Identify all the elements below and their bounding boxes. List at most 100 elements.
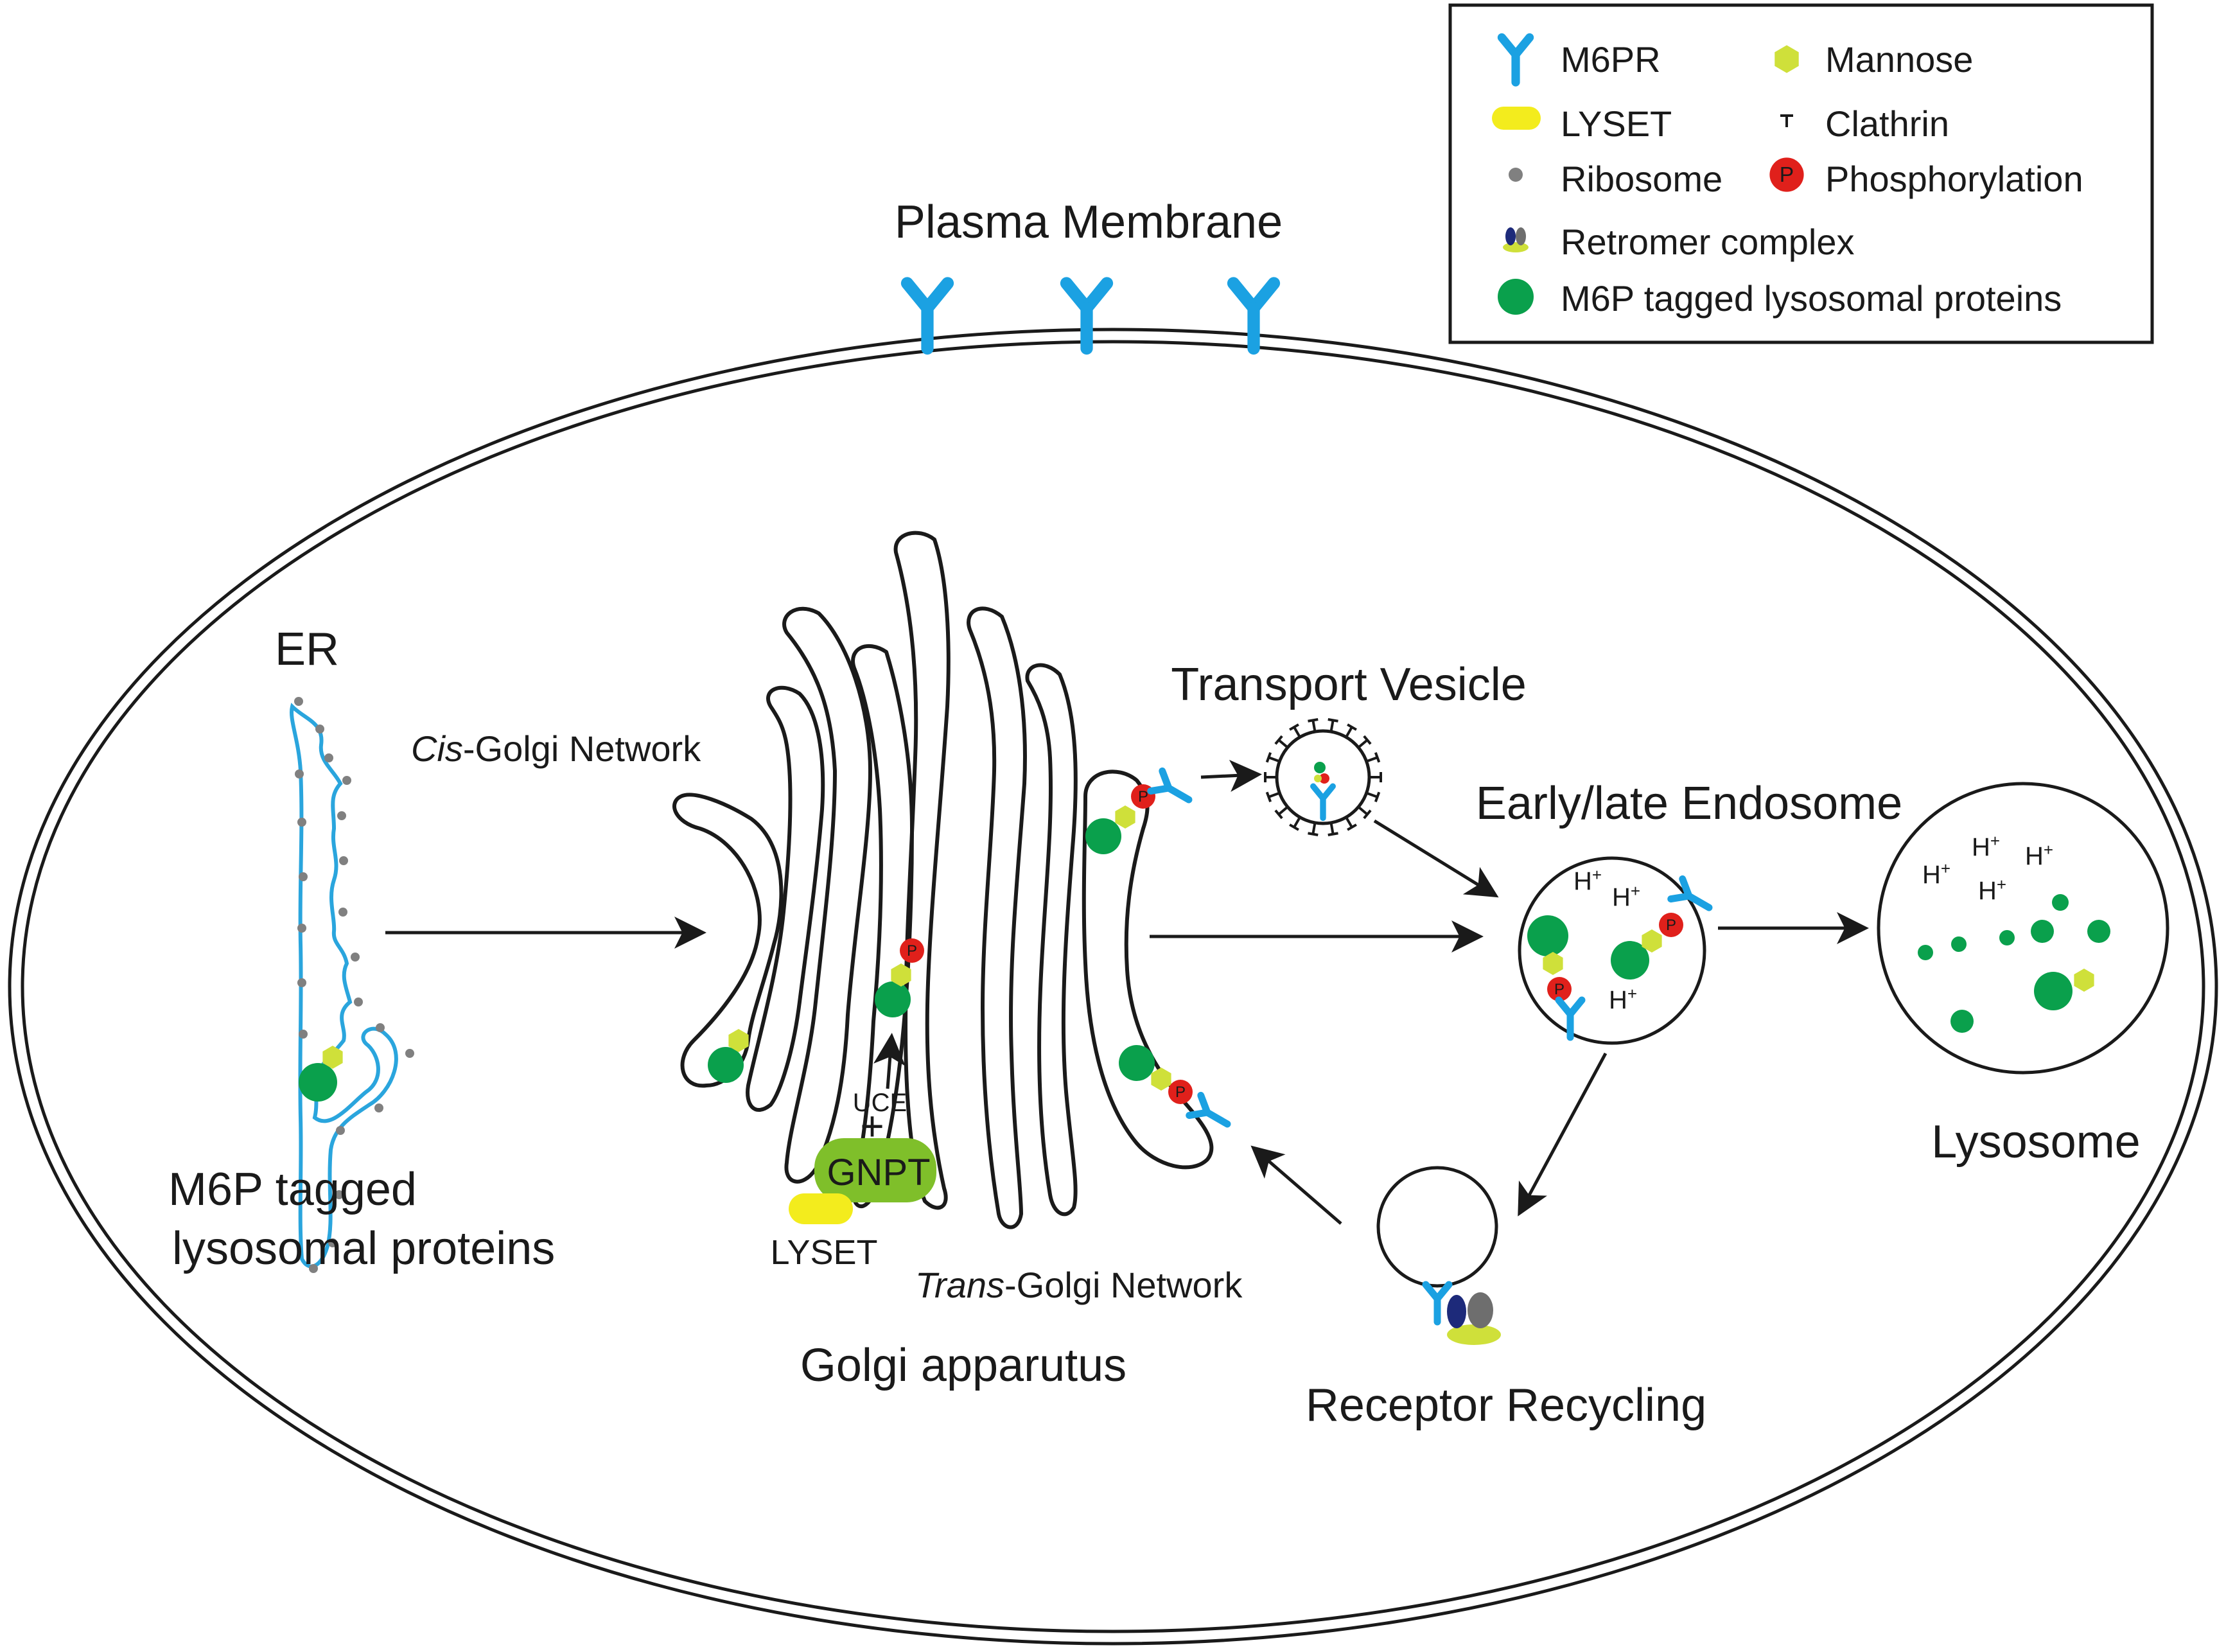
gnpt-enzyme: [814, 1138, 936, 1202]
endosome: H+ H+ H+: [1518, 856, 1715, 1045]
ribosome-icon: [1509, 168, 1523, 182]
legend: M6PR Mannose LYSET Clathrin Ribosome Pho…: [1448, 3, 2154, 344]
uce-label: UCE: [853, 1089, 907, 1117]
phosphorylation-icon: [900, 938, 924, 963]
er-membrane: [290, 703, 398, 1269]
clathrin-spike: [1311, 720, 1317, 732]
clathrin-spike-cap: [1308, 718, 1319, 723]
plus-sign: +: [860, 1103, 884, 1149]
clathrin-spike-cap: [1289, 823, 1299, 831]
arrow-endosome-to-recycling: [1518, 1052, 1608, 1217]
lyset-protein: [789, 1193, 853, 1224]
gnpt-label: GNPT: [827, 1152, 930, 1193]
clathrin-spike-cap: [1328, 718, 1338, 723]
legend-m6pr: M6PR: [1561, 39, 1661, 80]
endoplasmic-reticulum: [290, 697, 414, 1273]
svg-text:H+: H+: [1612, 881, 1640, 911]
clathrin-spike: [1365, 791, 1378, 798]
clathrin-spike-cap: [1308, 832, 1319, 836]
svg-text:H+: H+: [1972, 831, 2000, 861]
svg-text:H+: H+: [1978, 875, 2006, 905]
cell-membrane-outer: [8, 328, 2218, 1646]
clathrin-spike: [1277, 739, 1289, 749]
retromer-icon: [1503, 227, 1529, 252]
endosome-label: Early/late Endosome: [1476, 778, 1902, 829]
mannose-icon: [1151, 1068, 1171, 1091]
er-label: ER: [275, 624, 339, 675]
clathrin-spike: [1357, 805, 1369, 816]
clathrin-spike: [1365, 756, 1378, 763]
golgi-cisterna-1: [672, 793, 784, 1088]
lysosome-label: Lysosome: [1931, 1116, 2140, 1168]
clathrin-spike-cap: [1363, 735, 1372, 745]
legend-clathrin: Clathrin: [1825, 103, 1949, 144]
clathrin-icon: [1780, 114, 1793, 127]
recycling-vesicle: [1376, 1166, 1501, 1345]
clathrin-spike: [1311, 822, 1317, 834]
m6pr-icon: [1189, 1095, 1233, 1134]
er-caption-line1: M6P tagged: [168, 1164, 417, 1215]
clathrin-spike: [1277, 805, 1289, 816]
svg-text:H+: H+: [1573, 865, 1602, 895]
golgi-cisterna-5: [893, 531, 951, 1210]
golgi-cisterna-7: [1025, 663, 1078, 1217]
clathrin-spike-cap: [1347, 723, 1357, 731]
clathrin-spike-cap: [1347, 823, 1357, 831]
arrow-vesicle-to-endosome: [1373, 819, 1499, 898]
legend-phosphorylation: Phosphorylation: [1825, 159, 2083, 199]
m6pr-icon: [1426, 1285, 1449, 1322]
transport-vesicle: [1264, 718, 1382, 836]
clathrin-spike: [1293, 816, 1301, 828]
golgi-cisterna-3: [746, 685, 825, 1112]
plasma-membrane-receptors: [907, 283, 1274, 349]
m6pr-icon: [1313, 786, 1333, 818]
clathrin-spike: [1345, 816, 1353, 828]
cell-membrane-inner: [21, 340, 2205, 1633]
phosphorylation-icon: [1769, 157, 1804, 192]
m6pr-icon: [1559, 1000, 1582, 1037]
phosphorylation-icon: [1168, 1080, 1193, 1104]
svg-text:H+: H+: [2025, 840, 2053, 870]
mannose-icon: [2074, 969, 2094, 992]
clathrin-spike-cap: [1265, 752, 1272, 763]
golgi-cisterna-8: [1082, 769, 1214, 1170]
legend-mannose: Mannose: [1825, 39, 1973, 80]
clathrin-spike: [1345, 726, 1353, 738]
legend-retromer: Retromer complex: [1561, 222, 1854, 262]
m6pr-icon: [1234, 283, 1274, 349]
lysosome-proteins: [1918, 894, 2110, 1033]
lysosome-protons: H+ H+ H+ H+: [1922, 831, 2053, 905]
clathrin-spike: [1268, 756, 1281, 763]
clathrin-spike-cap: [1289, 723, 1299, 731]
endosome-protons: H+ H+ H+: [1573, 865, 1640, 1014]
clathrin-coat: [1264, 718, 1382, 836]
clathrin-spike-cap: [1265, 791, 1272, 802]
cis-golgi-label: Cis-Golgi Network: [411, 728, 701, 769]
clathrin-spike-cap: [1374, 752, 1381, 763]
golgi-label: Golgi apparutus: [800, 1340, 1126, 1391]
golgi-proteins: [708, 771, 1233, 1134]
golgi-cisterna-6: [967, 606, 1027, 1229]
arrow-recycling-to-golgi: [1250, 1145, 1342, 1225]
clathrin-spike: [1268, 791, 1281, 798]
m6pr-icon: [1151, 771, 1195, 809]
svg-text:H+: H+: [1922, 859, 1950, 889]
clathrin-spike-cap: [1374, 791, 1381, 802]
clathrin-spike: [1357, 739, 1369, 749]
legend-m6p-proteins: M6P tagged lysosomal proteins: [1561, 278, 2062, 319]
golgi-apparatus: [672, 531, 1214, 1229]
mannose-icon: [1115, 805, 1135, 829]
legend-ribosome: Ribosome: [1561, 159, 1722, 199]
plasma-membrane-label: Plasma Membrane: [895, 197, 1283, 248]
lysosome: H+ H+ H+ H+: [1877, 782, 2169, 1075]
legend-lyset: LYSET: [1561, 103, 1672, 144]
ribosome-dots: [294, 697, 414, 1273]
er-protein-icon: [299, 1063, 337, 1102]
svg-text:H+: H+: [1609, 984, 1637, 1014]
receptor-recycling-label: Receptor Recycling: [1306, 1380, 1706, 1431]
m6pr-icon: [1067, 283, 1107, 349]
transport-vesicle-label: Transport Vesicle: [1171, 659, 1527, 710]
lyset-icon: [1492, 107, 1541, 130]
lyset-label: LYSET: [770, 1233, 877, 1272]
